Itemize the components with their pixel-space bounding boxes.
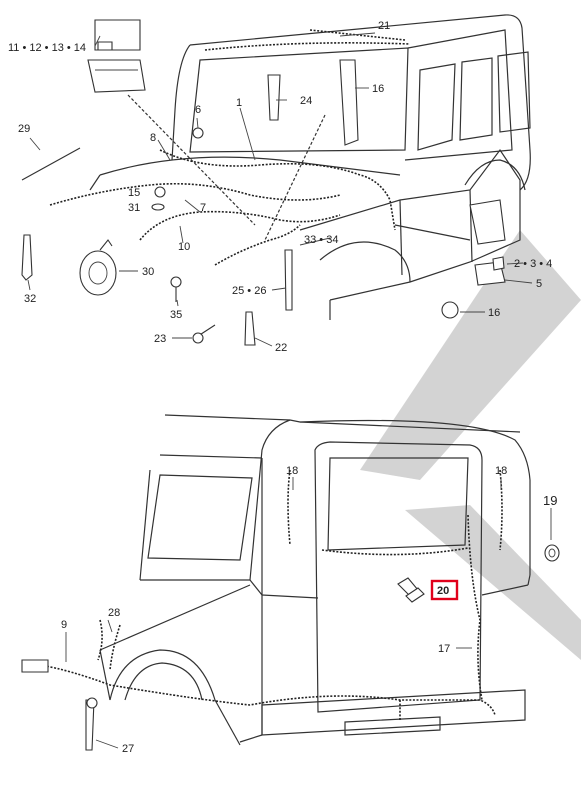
label-2-3-4: 2 • 3 • 4: [514, 258, 552, 270]
label-33-34: 33 • 34: [304, 234, 338, 246]
label-31: 31: [128, 202, 140, 214]
label-19: 19: [543, 493, 557, 508]
label-17: 17: [438, 643, 450, 655]
label-35: 35: [170, 309, 182, 321]
label-18b: 18: [495, 465, 507, 477]
label-21: 21: [378, 20, 390, 32]
label-30: 30: [142, 266, 154, 278]
highlight-box-20: [430, 579, 459, 601]
rear-view: [21, 414, 581, 751]
label-27: 27: [122, 743, 134, 755]
label-16a: 16: [372, 83, 384, 95]
label-9: 9: [61, 619, 67, 631]
label-29: 29: [18, 123, 30, 135]
label-20: 20: [437, 585, 449, 597]
label-10: 10: [178, 241, 190, 253]
label-18a: 18: [286, 465, 298, 477]
label-1: 1: [236, 97, 242, 109]
label-6: 6: [195, 104, 201, 116]
label-11-14: 11 • 12 • 13 • 14: [8, 42, 86, 54]
label-24: 24: [300, 95, 312, 107]
label-7: 7: [200, 202, 206, 214]
label-22: 22: [275, 342, 287, 354]
label-32: 32: [24, 293, 36, 305]
label-23: 23: [154, 333, 166, 345]
label-5: 5: [536, 278, 542, 290]
label-28: 28: [108, 607, 120, 619]
horn: [79, 239, 117, 296]
label-16b: 16: [488, 307, 500, 319]
label-8: 8: [150, 132, 156, 144]
relay-box: [87, 19, 146, 93]
front-view: [21, 14, 581, 480]
label-25-26: 25 • 26: [232, 285, 266, 297]
label-15: 15: [128, 187, 140, 199]
